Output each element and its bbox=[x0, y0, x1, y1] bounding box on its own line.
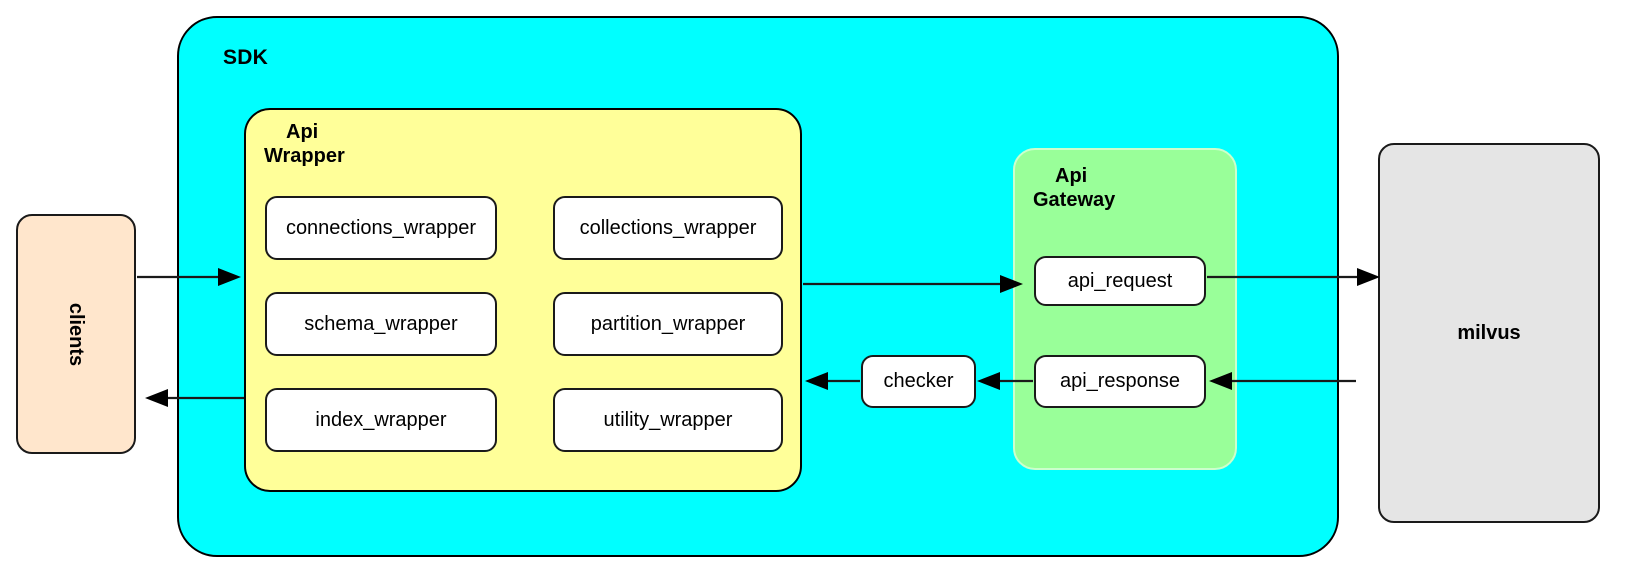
module-utility-wrapper[interactable]: utility_wrapper bbox=[553, 388, 783, 452]
module-partition-wrapper[interactable]: partition_wrapper bbox=[553, 292, 783, 356]
api-gateway-label: Api Gateway bbox=[1033, 165, 1116, 211]
node-api-request[interactable]: api_request bbox=[1034, 256, 1206, 306]
node-api-response[interactable]: api_response bbox=[1034, 355, 1206, 408]
milvus-box[interactable]: milvus bbox=[1378, 143, 1600, 523]
api-gateway-container: Api Gateway bbox=[1013, 148, 1237, 470]
clients-box[interactable]: clients bbox=[16, 214, 136, 454]
module-connections-wrapper[interactable]: connections_wrapper bbox=[265, 196, 497, 260]
module-collections-wrapper[interactable]: collections_wrapper bbox=[553, 196, 783, 260]
api-wrapper-label: Api Wrapper bbox=[264, 121, 345, 167]
clients-label: clients bbox=[65, 302, 88, 366]
node-checker[interactable]: checker bbox=[861, 355, 976, 408]
module-index-wrapper[interactable]: index_wrapper bbox=[265, 388, 497, 452]
module-schema-wrapper[interactable]: schema_wrapper bbox=[265, 292, 497, 356]
sdk-label: SDK bbox=[223, 46, 268, 69]
